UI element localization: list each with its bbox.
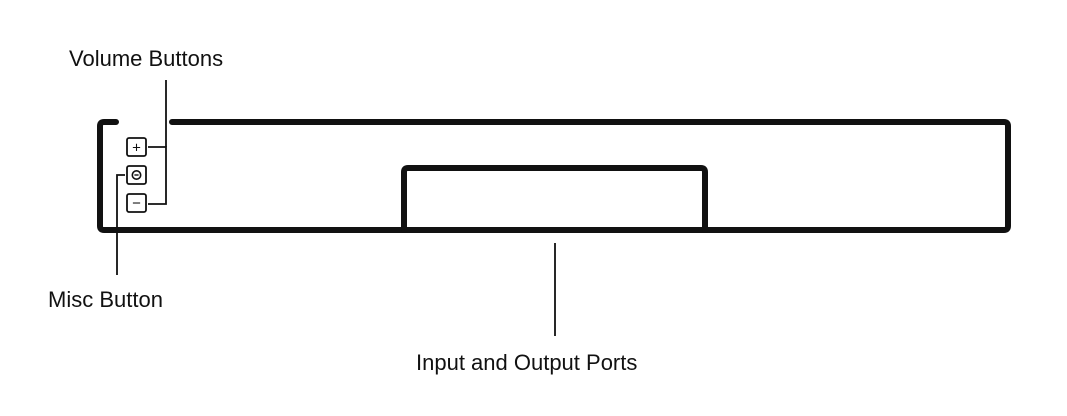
volume-up-button[interactable]: + <box>126 137 147 157</box>
port-bay-outline <box>401 165 708 233</box>
volume-leader-line <box>148 146 167 205</box>
misc-button-label: Misc Button <box>48 287 163 312</box>
volume-buttons-label: Volume Buttons <box>69 46 224 71</box>
volume-down-button[interactable]: − <box>126 193 147 213</box>
misc-leader-line <box>116 174 125 275</box>
device-body-outline <box>97 119 1011 233</box>
minus-icon: − <box>132 195 141 212</box>
plus-icon: + <box>132 140 141 157</box>
misc-circle-icon <box>131 170 142 181</box>
ports-label: Input and Output Ports <box>416 350 638 375</box>
misc-button[interactable] <box>126 165 147 185</box>
